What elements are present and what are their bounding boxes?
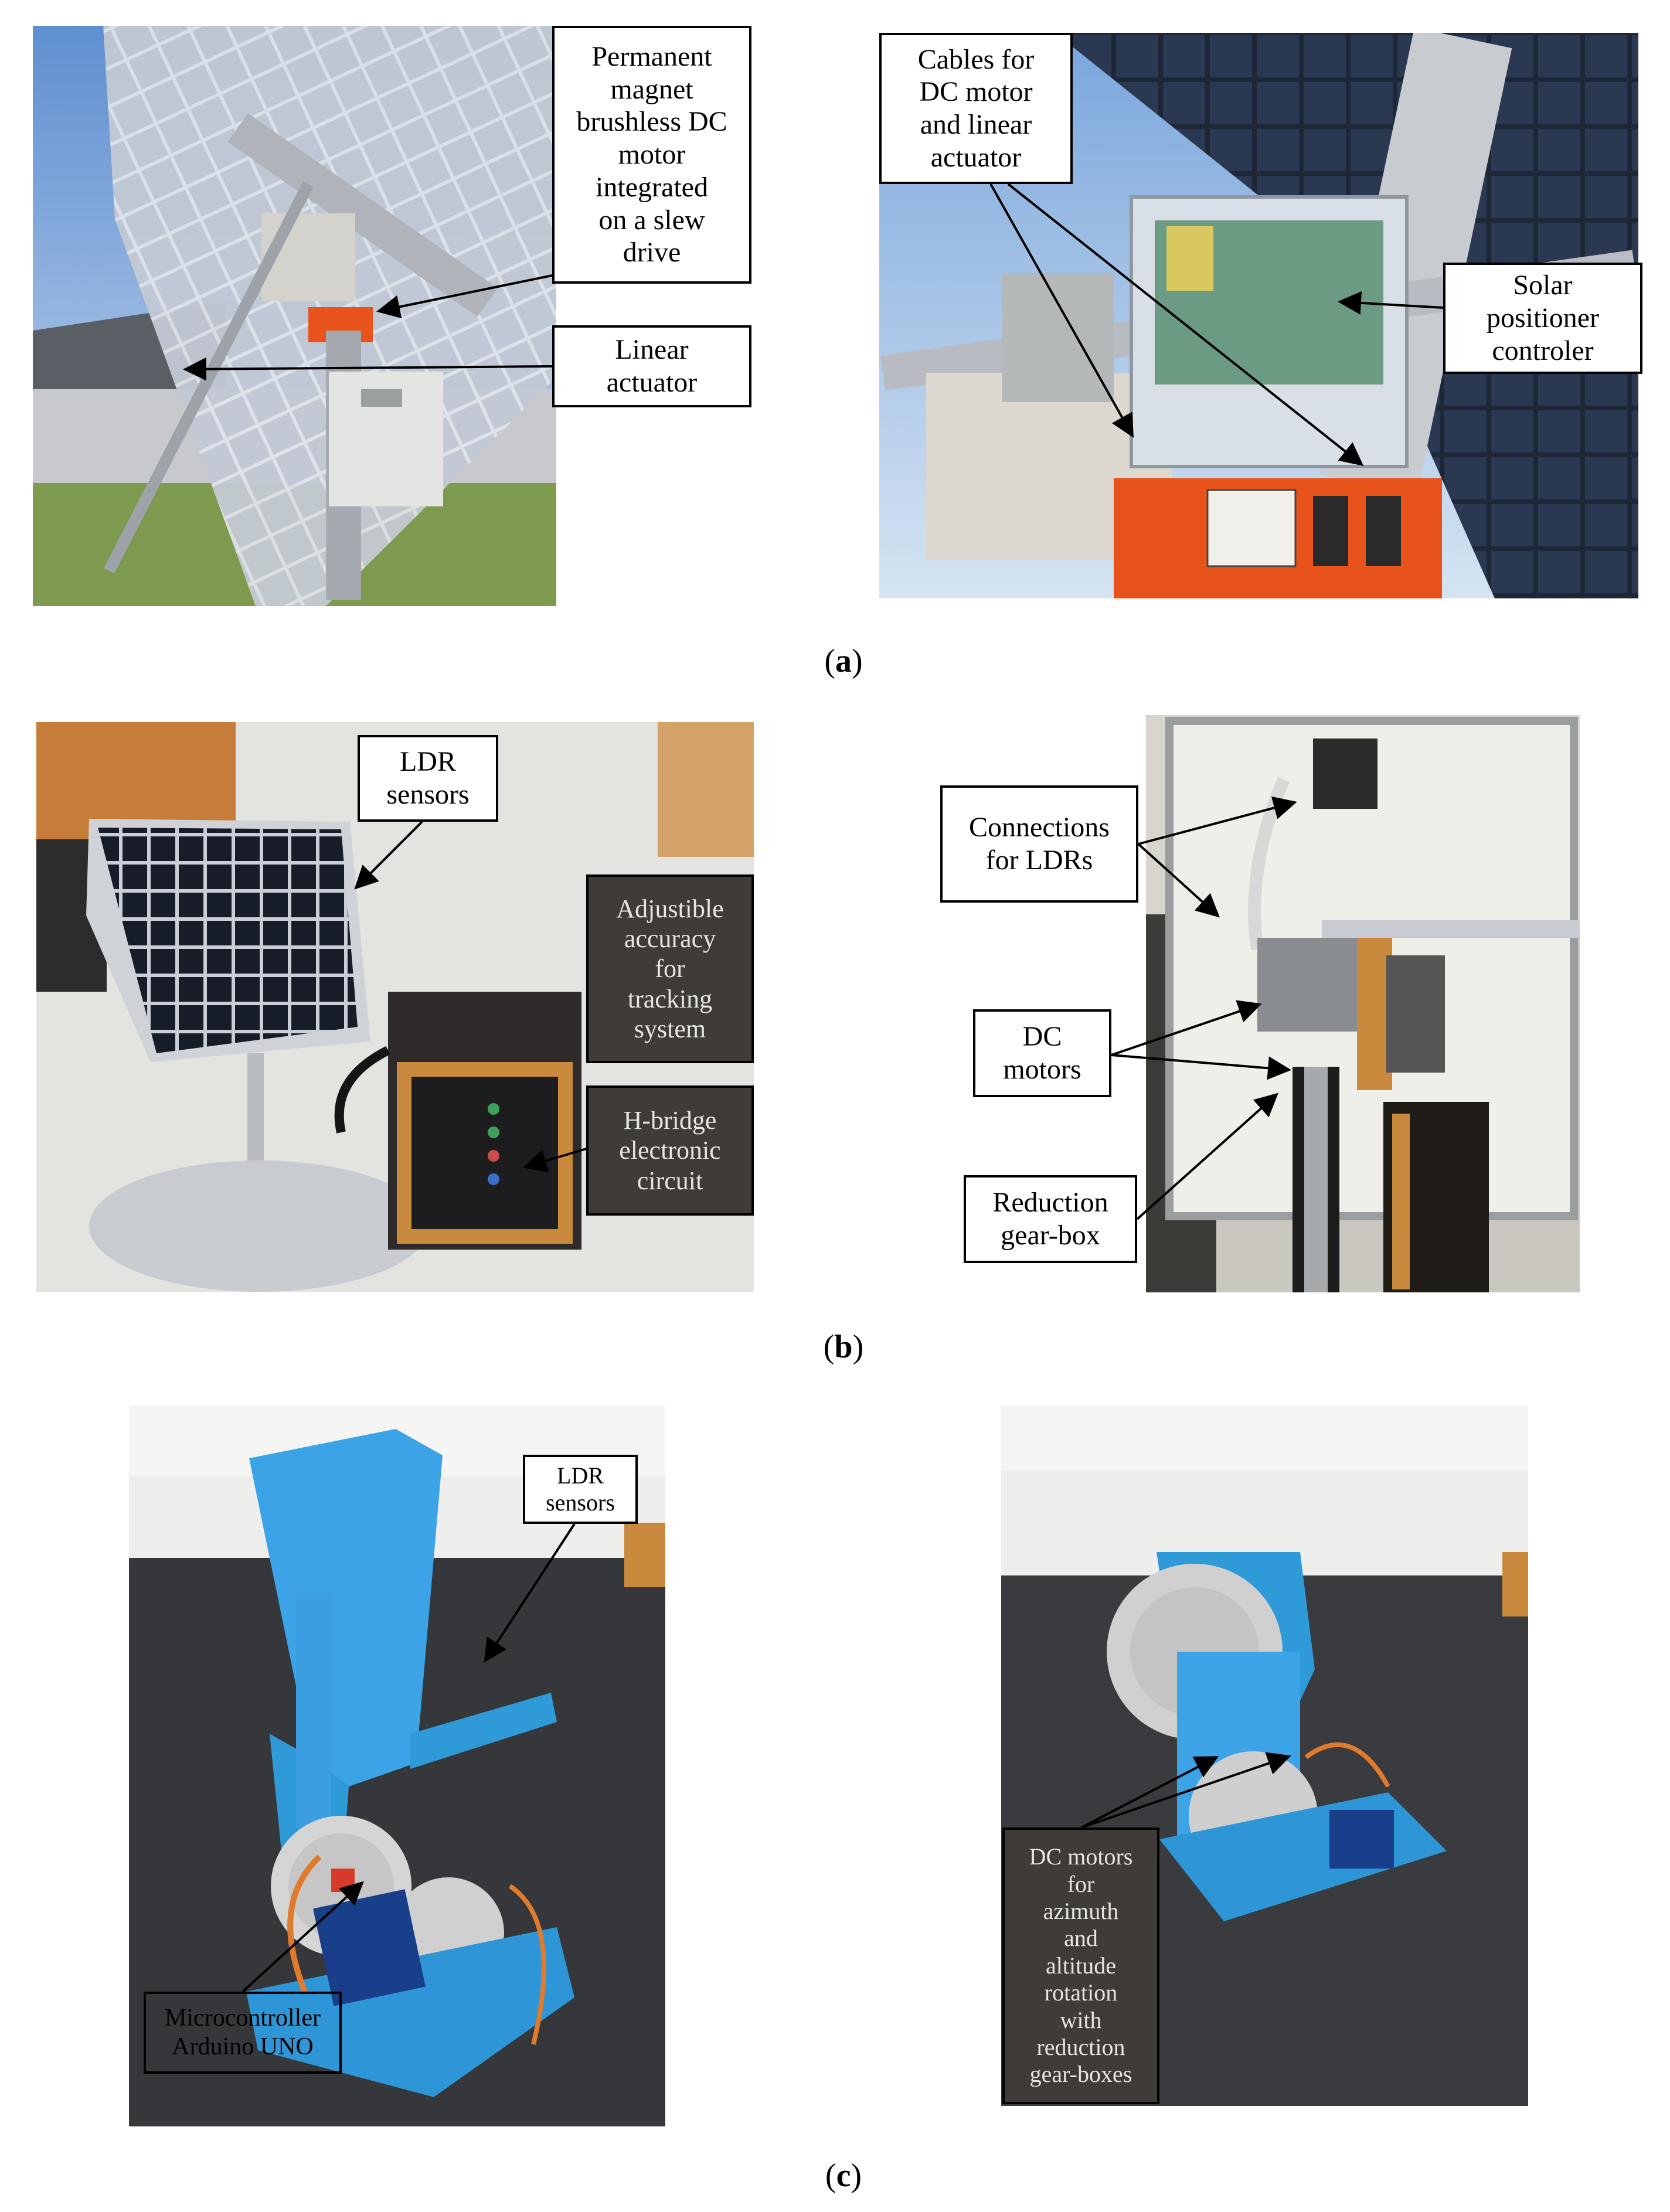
photo-b-right [1146,715,1580,1292]
photo-a-left [33,26,556,606]
label-arduino-uno: Microcontroller Arduino UNO [144,1992,342,2074]
label-dc-motors-b: DC motors [973,1009,1111,1097]
label-linear-actuator: Linear actuator [552,325,751,407]
caption-a: (a) [824,643,863,679]
label-ldr-sensors-b: LDR sensors [358,735,498,822]
label-reduction-gearbox: Reduction gear-box [964,1175,1137,1263]
label-h-bridge: H-bridge electronic circuit [586,1085,754,1216]
caption-c: (c) [825,2157,862,2194]
photo-c-right [1001,1406,1528,2106]
label-dc-motors-c: DC motors for azimuth and altitude rotat… [1002,1828,1159,2104]
label-permanent-magnet-motor: Permanent magnet brushless DC motor inte… [552,26,751,284]
label-connections-for-ldrs: Connections for LDRs [940,785,1138,903]
caption-b: (b) [823,1329,864,1365]
label-solar-positioner-controller: Solar positioner controler [1443,263,1642,374]
label-cables: Cables for DC motor and linear actuator [879,33,1073,184]
label-ldr-sensors-c: LDR sensors [523,1455,638,1524]
label-adjustable-accuracy: Adjustible accuracy for tracking system [586,874,754,1063]
